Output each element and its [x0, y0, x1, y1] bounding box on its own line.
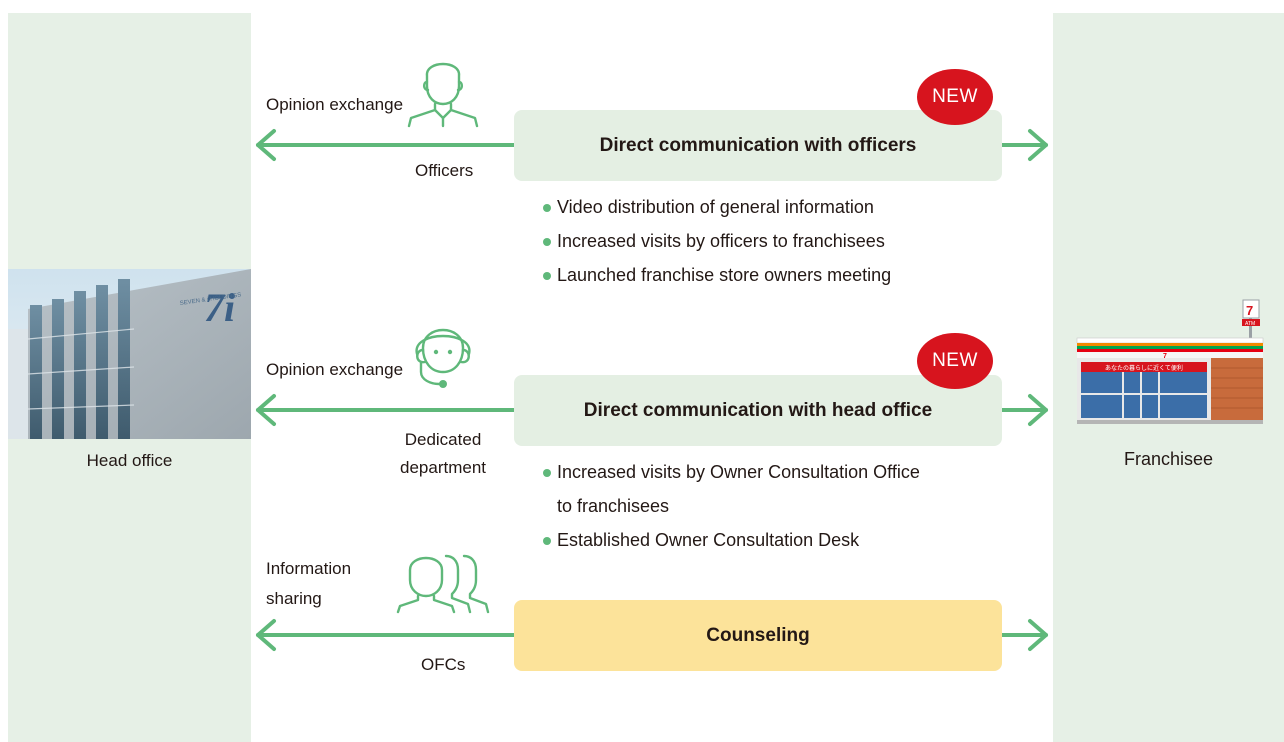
row2-bottom-label-line2: department	[400, 458, 486, 477]
box-direct-communication-head-office: Direct communication with head office	[514, 375, 1002, 446]
franchisee-store-image: 7 ATM 7 あなたの暮らしに近くて便利	[1076, 299, 1264, 424]
arrow-right-row1	[1000, 129, 1048, 161]
svg-text:7i: 7i	[204, 285, 235, 330]
headset-operator-icon	[415, 328, 471, 388]
box-title: Direct communication with officers	[599, 134, 917, 156]
row2-bottom-label-line1: Dedicated	[404, 430, 482, 449]
list-item: Increased visits by Owner Consultation O…	[541, 455, 920, 489]
row3-left-label-line2: sharing	[266, 589, 322, 608]
row3-bottom-label: OFCs	[421, 655, 466, 674]
new-badge: NEW	[917, 333, 993, 389]
box-title: Direct communication with head office	[583, 399, 933, 421]
seven-i-logo-icon: 7i	[204, 285, 235, 330]
row3-left-label-line1: Information	[266, 559, 352, 578]
box-title: Counseling	[706, 624, 810, 646]
arrow-right-row2	[1000, 394, 1048, 426]
row2-left-label: Opinion exchange	[266, 360, 404, 379]
box-counseling: Counseling	[514, 600, 1002, 671]
list-item: Launched franchise store owners meeting	[541, 258, 891, 292]
list-item: Increased visits by officers to franchis…	[541, 224, 891, 258]
arrow-left-row2	[256, 394, 517, 426]
row1-left-label: Opinion exchange	[266, 95, 404, 114]
head-office-building-image: 7i SEVEN & i HOLDINGS	[8, 269, 251, 439]
head-office-label: Head office	[86, 451, 173, 470]
list-item: Video distribution of general informatio…	[541, 190, 891, 224]
list-item: Established Owner Consultation Desk	[541, 523, 920, 557]
row1-bullet-list: Video distribution of general informatio…	[541, 190, 891, 292]
officer-person-icon	[407, 62, 479, 128]
box-direct-communication-officers: Direct communication with officers	[514, 110, 1002, 181]
franchisee-label: Franchisee	[1123, 449, 1214, 469]
new-badge: NEW	[917, 69, 993, 125]
row2-bullet-list: Increased visits by Owner Consultation O…	[541, 455, 920, 557]
store-banner-text: あなたの暮らしに近くて便利	[1105, 364, 1183, 372]
list-item-continuation: to franchisees	[557, 496, 670, 516]
group-people-icon	[396, 554, 490, 614]
svg-text:7: 7	[1163, 353, 1167, 360]
row1-bottom-label: Officers	[415, 161, 474, 180]
store-seven-sign-icon: 7	[1246, 303, 1253, 318]
arrow-right-row3	[1000, 619, 1048, 651]
arrow-left-row3	[256, 619, 517, 651]
atm-sign-icon: ATM	[1245, 321, 1255, 327]
arrow-left-row1	[256, 129, 517, 161]
